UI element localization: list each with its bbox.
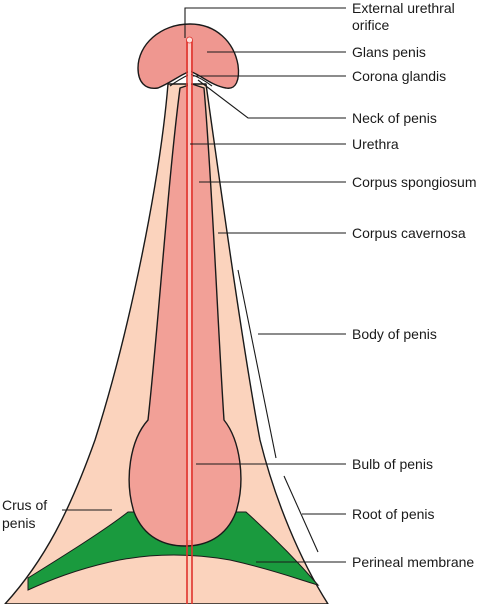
external-urethral-orifice-dot <box>186 36 193 44</box>
label-glans-penis: Glans penis <box>352 44 426 60</box>
leader-external-urethral-orifice <box>184 7 346 38</box>
label-bulb-of-penis: Bulb of penis <box>352 456 433 472</box>
label-corona-glandis: Corona glandis <box>352 68 446 84</box>
label-urethra: Urethra <box>352 136 399 152</box>
label-body-of-penis: Body of penis <box>352 326 437 342</box>
label-neck-of-penis: Neck of penis <box>352 110 437 126</box>
bracket-body-of-penis <box>237 269 277 459</box>
corpus-spongiosum-shape <box>128 83 242 547</box>
label-external-urethral-orifice-2: orifice <box>352 17 390 33</box>
label-perineal-membrane: Perineal membrane <box>352 554 474 570</box>
leader-neck-of-penis <box>197 79 346 119</box>
label-corpus-spongiosum: Corpus spongiosum <box>352 174 477 190</box>
perineal-membrane-shape <box>27 511 320 591</box>
label-external-urethral-orifice-1: External urethral <box>352 0 455 16</box>
urethra-lumen <box>188 40 191 540</box>
label-crus-of-penis-1: Crus of <box>2 497 47 513</box>
label-root-of-penis: Root of penis <box>352 506 435 522</box>
label-crus-of-penis-2: penis <box>2 515 35 531</box>
label-corpus-cavernosa: Corpus cavernosa <box>352 225 466 241</box>
bracket-root-of-penis <box>283 475 319 553</box>
